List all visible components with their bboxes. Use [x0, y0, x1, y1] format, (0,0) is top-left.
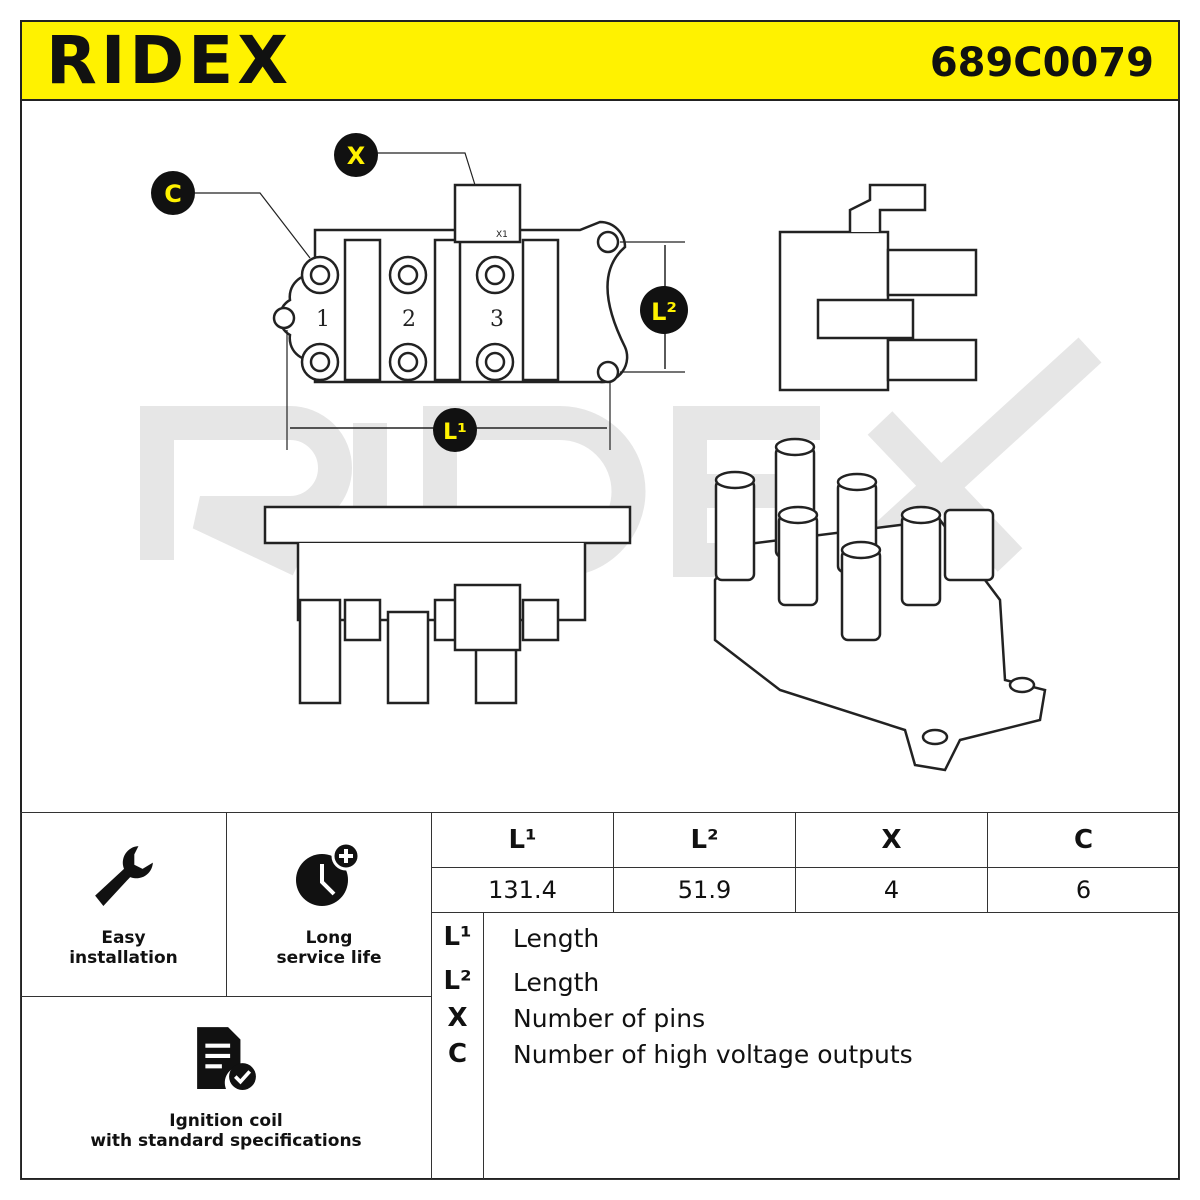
- document-check-icon: [197, 1027, 256, 1090]
- spec-header-l2: L²: [613, 812, 796, 868]
- coil-number-1: 1: [316, 307, 330, 332]
- legend-text: Length: [513, 924, 600, 953]
- callout-x-label: X: [347, 142, 366, 170]
- legend-text: Length: [513, 968, 600, 997]
- part-number: 689C0079: [929, 40, 1154, 86]
- feature-label: Easy installation: [69, 927, 178, 968]
- coil-number-3: 3: [490, 307, 504, 332]
- legend-divider: [483, 912, 484, 1180]
- coil-side-view: [778, 183, 978, 392]
- legend-text: Number of high voltage outputs: [513, 1040, 913, 1069]
- legend-key: C: [447, 1039, 468, 1069]
- spec-value-x: 4: [795, 867, 988, 913]
- legend-key: L¹: [443, 922, 472, 952]
- callout-l1-label: L¹: [443, 420, 467, 445]
- feature-standard-specifications: Ignition coil with standard specificatio…: [20, 996, 432, 1180]
- callout-l1: L¹: [433, 408, 477, 452]
- feature-easy-installation: Easy installation: [20, 812, 227, 997]
- callout-l2: L²: [640, 286, 688, 334]
- callout-x: X: [334, 133, 378, 177]
- header-bar: RIDEX 689C0079: [20, 20, 1180, 101]
- wrench-icon: [94, 845, 153, 906]
- feature-long-service-life: Long service life: [226, 812, 432, 997]
- spec-value-c: 6: [987, 867, 1180, 913]
- clock-plus-icon: [296, 841, 361, 906]
- spec-value-l2: 51.9: [613, 867, 796, 913]
- feature-label: Ignition coil with standard specificatio…: [90, 1111, 362, 1151]
- spec-header-l1: L¹: [431, 812, 614, 868]
- connector-label: X1: [496, 230, 508, 240]
- spec-header-x: X: [795, 812, 988, 868]
- coil-front-view: [263, 505, 632, 705]
- spec-header-c: C: [987, 812, 1180, 868]
- coil-top-view: 1 2 3 X1: [195, 152, 685, 450]
- spec-value-l1: 131.4: [431, 867, 614, 913]
- coil-number-2: 2: [402, 307, 416, 332]
- callout-c-label: C: [164, 180, 182, 208]
- legend-box: [431, 912, 1180, 1180]
- coil-iso-view: [713, 437, 1047, 772]
- legend-key: X: [447, 1003, 468, 1033]
- technical-drawing: 1 2 3 X1 X C L: [140, 133, 1102, 772]
- brand-logo: RIDEX: [46, 22, 293, 99]
- legend-key: L²: [443, 966, 472, 996]
- callout-c: C: [151, 171, 195, 215]
- feature-label: Long service life: [276, 927, 382, 968]
- legend-text: Number of pins: [513, 1004, 706, 1033]
- callout-l2-label: L²: [651, 298, 677, 326]
